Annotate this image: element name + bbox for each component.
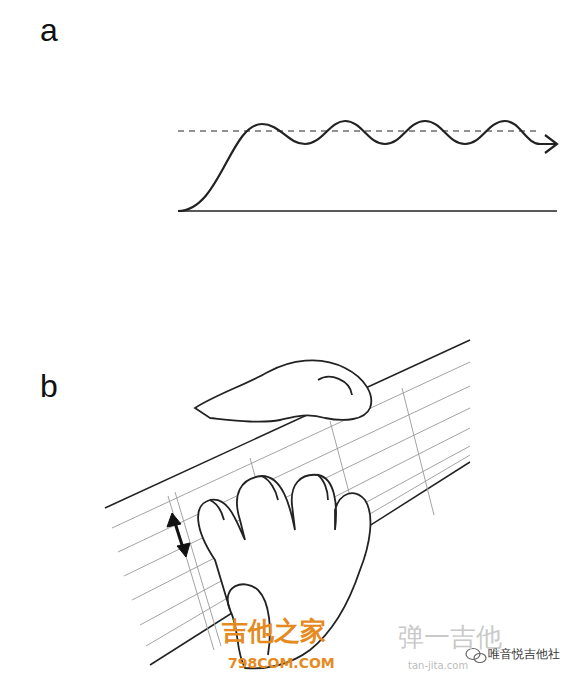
panel-letter: a [40, 14, 58, 46]
watermark: 唯音悦吉他社 [488, 648, 560, 660]
watermark: 吉他之家 [222, 618, 326, 644]
watermark: 弹一吉他 [398, 624, 502, 650]
watermark: tan-jita.com [408, 661, 468, 671]
panel-letter: b [40, 370, 58, 402]
hand [195, 360, 371, 668]
watermark: 798COM.COM [228, 656, 335, 670]
vibrato-graph [178, 121, 557, 211]
wechat-icon [466, 649, 486, 663]
double-arrow [167, 513, 190, 557]
